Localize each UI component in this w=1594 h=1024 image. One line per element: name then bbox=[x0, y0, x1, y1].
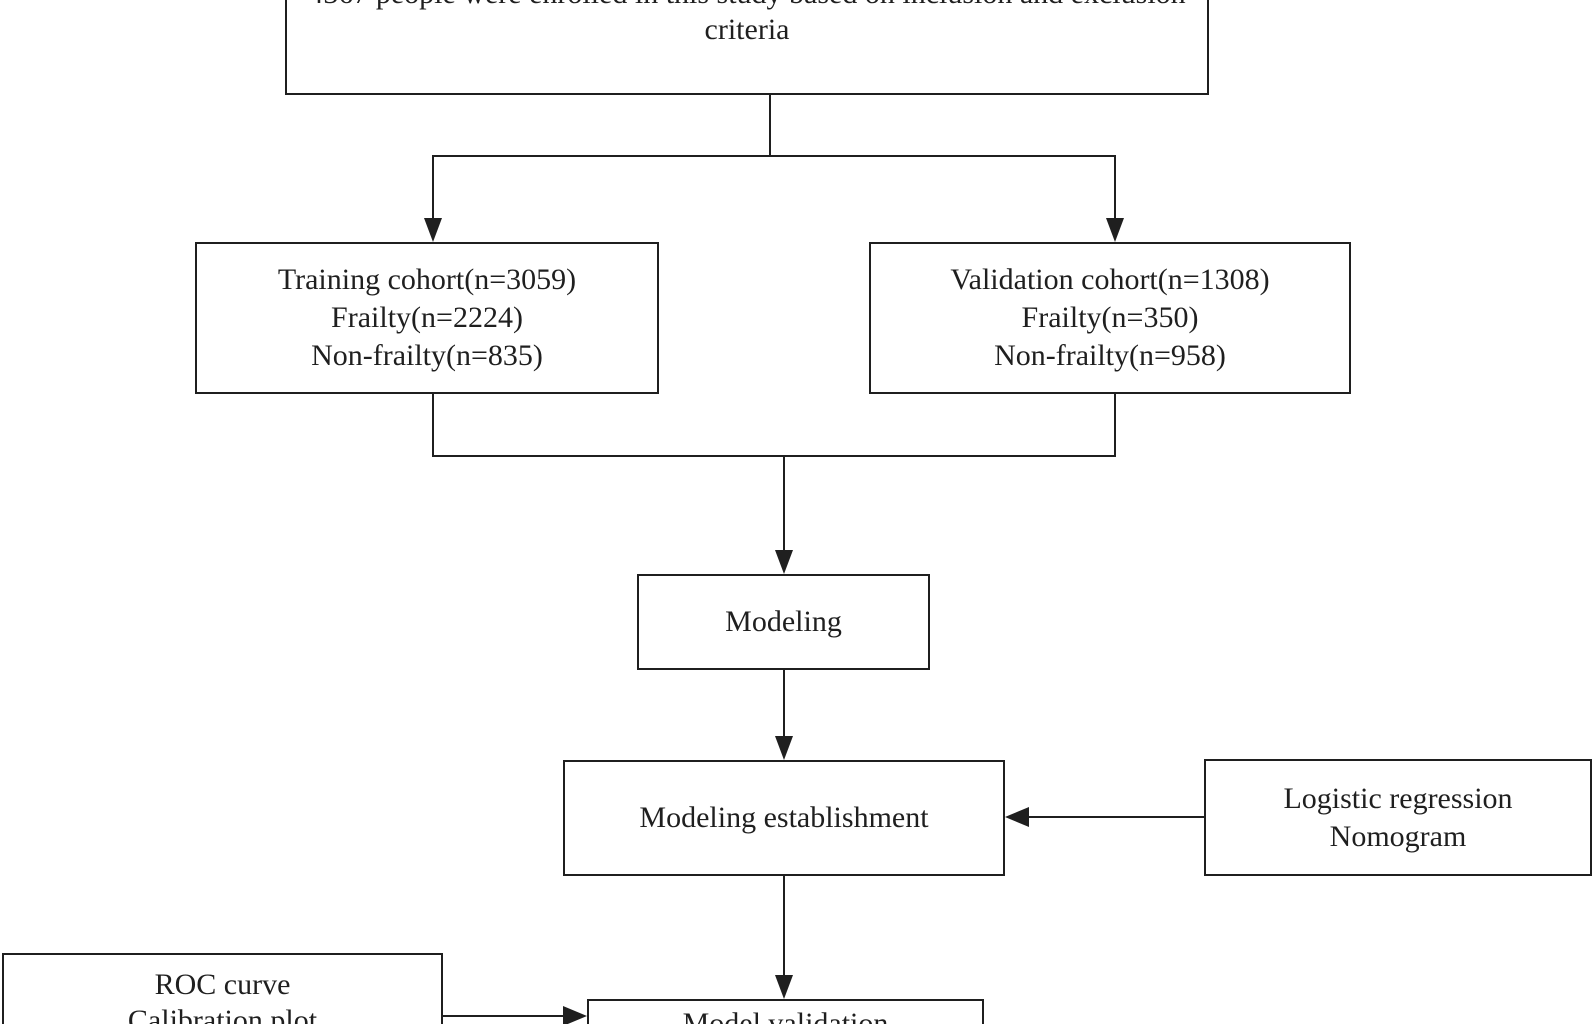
connector-validation-drop bbox=[1114, 394, 1116, 457]
connector-training-drop bbox=[432, 394, 434, 457]
connector-split-line bbox=[432, 155, 1116, 157]
validation-frailty-count: Frailty(n=350) bbox=[1021, 301, 1199, 334]
validation-nonfrailty-count: Non-frailty(n=958) bbox=[994, 339, 1226, 372]
methods-box: Logistic regression Nomogram bbox=[1204, 759, 1592, 876]
connector-modeling-establishment bbox=[783, 670, 785, 738]
model-validation-box: Model validation bbox=[587, 999, 984, 1024]
arrowhead-to-training bbox=[424, 218, 442, 242]
model-validation-label: Model validation bbox=[682, 1007, 889, 1024]
training-nonfrailty-count: Non-frailty(n=835) bbox=[311, 339, 543, 372]
training-cohort-box: Training cohort(n=3059) Frailty(n=2224) … bbox=[195, 242, 659, 394]
connector-methods-line bbox=[1022, 816, 1204, 818]
arrowhead-to-modeling bbox=[775, 550, 793, 574]
modeling-label: Modeling bbox=[725, 605, 842, 638]
arrowhead-to-establishment-right bbox=[1005, 807, 1029, 827]
connector-merge-stem bbox=[783, 455, 785, 552]
arrowhead-to-model-validation bbox=[775, 975, 793, 999]
arrowhead-to-establishment bbox=[775, 736, 793, 760]
enrollment-text: 4367 people were enrolled in this study … bbox=[308, 0, 1185, 46]
roc-curve-label: ROC curve bbox=[154, 968, 291, 1001]
connector-establishment-validation bbox=[783, 876, 785, 978]
connector-merge-line bbox=[432, 455, 1116, 457]
modeling-establishment-label: Modeling establishment bbox=[639, 801, 929, 834]
connector-split-right-drop bbox=[1114, 155, 1116, 222]
calibration-plot-label: Calibration plot bbox=[127, 1004, 318, 1024]
arrowhead-to-model-validation-left bbox=[563, 1006, 587, 1024]
connector-enrollment-stem bbox=[769, 95, 771, 157]
enrollment-box: 4367 people were enrolled in this study … bbox=[285, 0, 1209, 95]
validation-cohort-box: Validation cohort(n=1308) Frailty(n=350)… bbox=[869, 242, 1351, 394]
validation-cohort-title: Validation cohort(n=1308) bbox=[950, 263, 1270, 296]
training-cohort-title: Training cohort(n=3059) bbox=[277, 263, 577, 296]
evaluation-box: ROC curve Calibration plot bbox=[2, 953, 443, 1024]
modeling-establishment-box: Modeling establishment bbox=[563, 760, 1005, 876]
training-frailty-count: Frailty(n=2224) bbox=[331, 301, 523, 334]
logistic-regression-label: Logistic regression bbox=[1283, 781, 1513, 815]
arrowhead-to-validation-cohort bbox=[1106, 218, 1124, 242]
connector-split-left-drop bbox=[432, 155, 434, 222]
connector-evaluation-line bbox=[443, 1015, 569, 1017]
nomogram-label: Nomogram bbox=[1329, 819, 1467, 853]
modeling-box: Modeling bbox=[637, 574, 930, 670]
